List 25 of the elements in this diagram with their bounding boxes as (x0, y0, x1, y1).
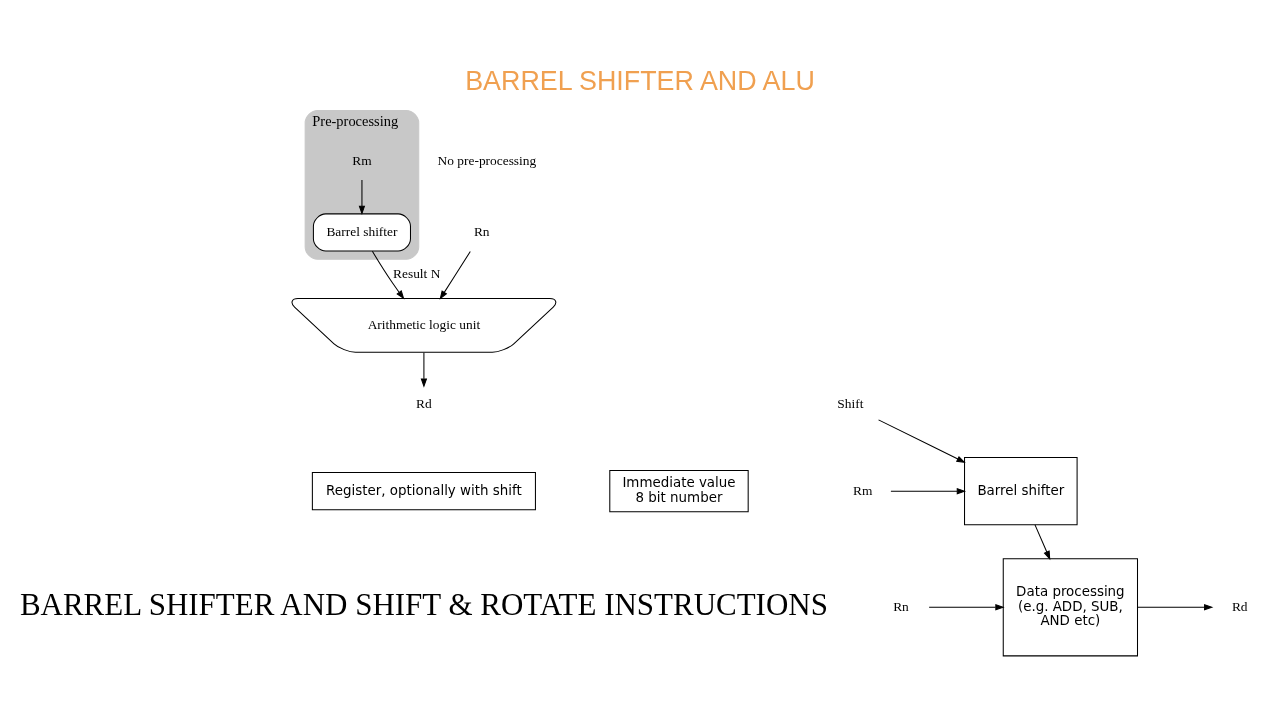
node-text: Rm (352, 152, 372, 168)
arrow (371, 250, 405, 300)
label: No pre-processing (437, 152, 537, 168)
node-box: Data processing (e.g. ADD, SUB, AND etc) (1002, 558, 1138, 657)
node-box: Barrel shifter (312, 213, 411, 252)
node-box: Immediate value 8 bit number (609, 470, 749, 513)
node-box: Register, optionally with shift (311, 472, 536, 511)
arrow (1137, 604, 1214, 611)
node-text: Rd (1231, 598, 1248, 614)
arrow (439, 250, 471, 300)
node-text: Rn (893, 598, 909, 614)
node-text: Shift (837, 396, 864, 412)
node-text: Rm (853, 482, 873, 498)
diagram-title: BARREL SHIFTER AND ALU (465, 65, 815, 96)
node-text: Rd (416, 396, 432, 412)
node-text: Rn (473, 223, 490, 239)
arrow (928, 604, 1005, 611)
caption: BARREL SHIFTER AND SHIFT & ROTATE INSTRUCTIONS (19, 587, 828, 623)
edge-label: Result N (393, 266, 441, 282)
arrow (1034, 524, 1051, 561)
arrow (878, 419, 966, 463)
arrow (890, 487, 967, 495)
node-box: Barrel shifter (964, 457, 1078, 526)
arrow (420, 352, 428, 388)
arrow (358, 179, 366, 215)
